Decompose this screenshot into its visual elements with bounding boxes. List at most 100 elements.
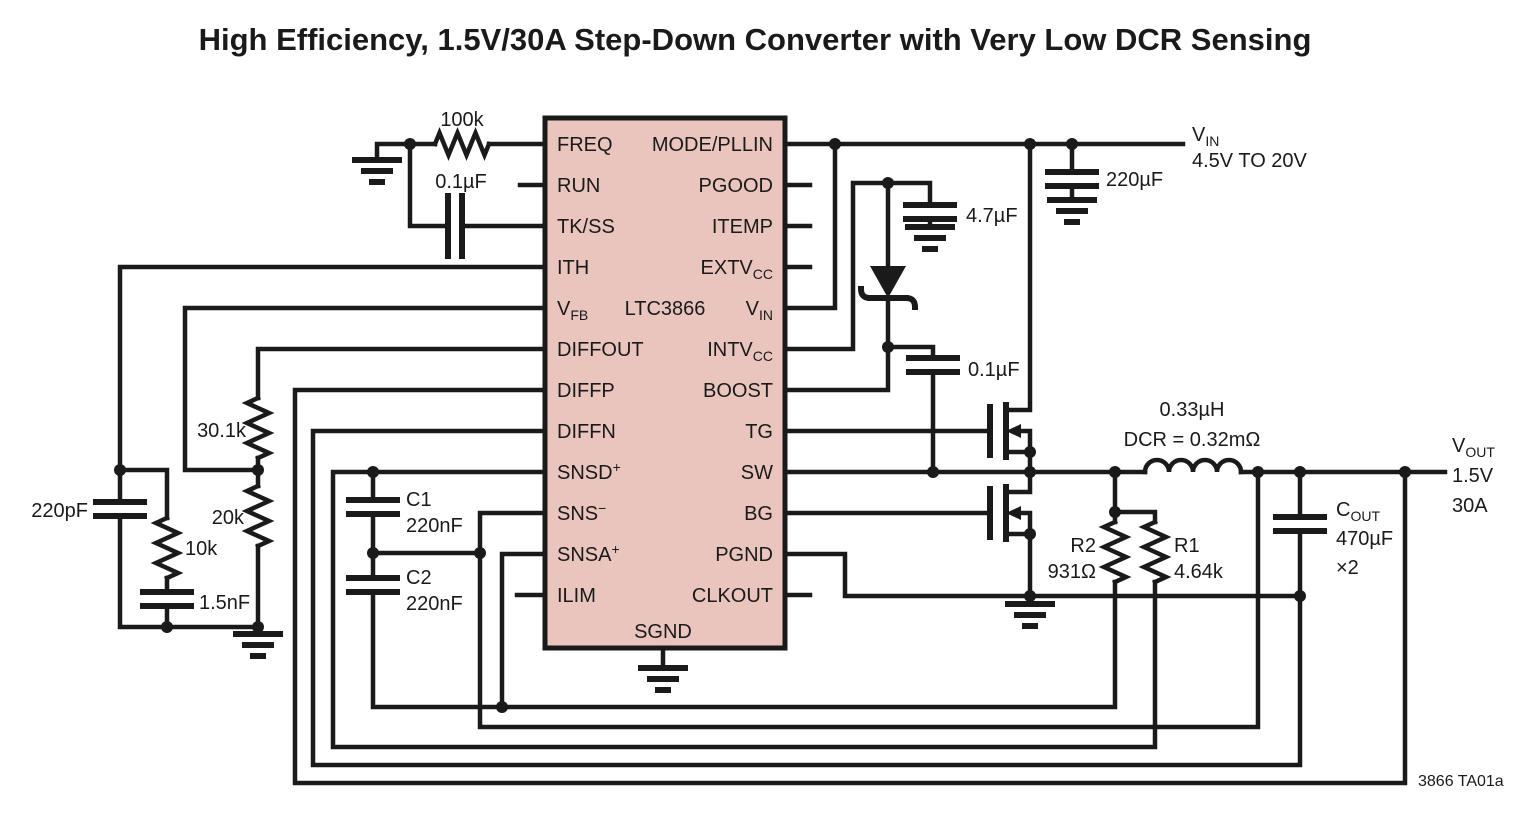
label-c1-value: 220nF xyxy=(406,515,463,537)
wire-r1-r2-top xyxy=(1112,469,1158,525)
label-r1-value: 4.64k xyxy=(1174,561,1224,583)
ground-220uf xyxy=(1047,197,1097,225)
junction-dot xyxy=(1109,466,1121,478)
resistor-10k xyxy=(150,515,184,581)
pin-diffout: DIFFOUT xyxy=(557,339,644,361)
diode-schottky-bar xyxy=(857,285,919,311)
label-220pf: 220pF xyxy=(31,500,88,522)
pin-vfb: VFB xyxy=(557,298,588,323)
pin-modepllin: MODE/PLLIN xyxy=(652,134,773,156)
component-labels: 100k 0.1µF 220µF 4.7µF 0.1µF 0.33µH DCR … xyxy=(31,109,1393,615)
label-vout-current: 30A xyxy=(1452,495,1488,517)
resistor-30p1k xyxy=(241,395,275,461)
pin-bg: BG xyxy=(744,503,773,525)
junction-dot xyxy=(114,464,126,476)
label-20k: 20k xyxy=(212,507,245,529)
ground-comp xyxy=(233,631,283,659)
ground-symbols xyxy=(233,157,1097,693)
label-220uf: 220µF xyxy=(1106,169,1163,191)
junction-dot xyxy=(367,466,379,478)
junction-dot xyxy=(496,701,508,713)
label-30p1k: 30.1k xyxy=(197,420,247,442)
pin-ilim: ILIM xyxy=(557,585,596,607)
wire-boost-cap xyxy=(885,344,936,475)
port-labels: VIN 4.5V TO 20V VOUT 1.5V 30A xyxy=(1192,124,1495,517)
label-inductor: 0.33µH xyxy=(1160,399,1225,421)
wire-boost-pin xyxy=(782,344,891,393)
label-dcr: DCR = 0.32mΩ xyxy=(1124,429,1261,451)
pin-vin: VIN xyxy=(746,298,773,323)
wire-vfb xyxy=(182,305,548,473)
pin-tkss: TK/SS xyxy=(557,216,615,238)
junction-dot xyxy=(1399,466,1411,478)
wire-pgnd-rail xyxy=(782,551,1303,599)
label-c1: C1 xyxy=(406,489,432,511)
pin-itemp: ITEMP xyxy=(712,216,773,238)
junction-dots xyxy=(114,138,1411,713)
label-c2: C2 xyxy=(406,567,432,589)
ic-ltc3866 xyxy=(542,115,788,651)
label-c2-value: 220nF xyxy=(406,593,463,615)
junction-dot xyxy=(1024,528,1036,540)
pin-run: RUN xyxy=(557,175,600,197)
wire-diffn-loop xyxy=(310,428,1303,768)
ground-pgnd xyxy=(1005,601,1055,629)
label-r1: R1 xyxy=(1174,535,1200,557)
capacitor-220uf xyxy=(1045,169,1099,189)
junction-dot xyxy=(252,464,264,476)
pin-ith: ITH xyxy=(557,257,589,279)
wire-snsa xyxy=(499,551,548,710)
junction-dot xyxy=(1066,138,1078,150)
pin-clkout: CLKOUT xyxy=(692,585,773,607)
junction-dot xyxy=(404,138,416,150)
wire-diffp-loop xyxy=(292,387,1408,786)
label-10k: 10k xyxy=(185,538,218,560)
mosfet-bottom xyxy=(987,469,1033,607)
wire-snsminus-loop xyxy=(477,469,1261,730)
label-vout-voltage: 1.5V xyxy=(1452,465,1494,487)
junction-dot xyxy=(829,138,841,150)
pin-snsminus: SNS− xyxy=(557,500,606,525)
pin-freq: FREQ xyxy=(557,134,613,156)
junction-dot xyxy=(927,466,939,478)
pin-extvcc: EXTVCC xyxy=(701,257,773,282)
resistor-r2 xyxy=(1098,519,1132,585)
capacitor-ss xyxy=(445,193,465,259)
pin-pgood: PGOOD xyxy=(699,175,773,197)
label-cout-value: 470µF xyxy=(1336,528,1393,550)
label-1p5nf: 1.5nF xyxy=(199,592,250,614)
pin-pgnd: PGND xyxy=(715,544,773,566)
wire-snsd-loop xyxy=(330,469,1158,750)
junction-dot xyxy=(1109,506,1121,518)
capacitor-c2 xyxy=(346,575,400,595)
label-cout: COUT xyxy=(1336,499,1380,524)
mosfet-bottom-arrow xyxy=(1006,506,1021,520)
wire-c1-c2 xyxy=(370,469,1118,710)
ic-body xyxy=(542,115,788,651)
figure-note: 3866 TA01a xyxy=(1418,773,1504,790)
junction-dot xyxy=(1024,466,1036,478)
pin-intvcc: INTVCC xyxy=(707,339,773,364)
wire-diffout xyxy=(255,346,548,473)
junction-dot xyxy=(474,547,486,559)
junction-dot xyxy=(1294,590,1306,602)
wires xyxy=(93,127,1448,786)
junction-dot xyxy=(882,177,894,189)
inductor xyxy=(1142,457,1244,475)
label-boost-cap: 0.1µF xyxy=(968,359,1020,381)
pin-diffp: DIFFP xyxy=(557,380,615,402)
mosfet-top xyxy=(987,141,1033,475)
capacitor-1p5nf xyxy=(140,589,194,609)
junction-dot xyxy=(1294,466,1306,478)
junction-dot xyxy=(882,341,894,353)
mosfet-top-arrow xyxy=(1006,424,1021,438)
label-100k: 100k xyxy=(440,109,484,131)
pin-snsa: SNSA+ xyxy=(557,541,620,566)
junction-dot xyxy=(367,547,379,559)
label-vout-port: VOUT xyxy=(1452,435,1495,460)
pin-sgnd: SGND xyxy=(634,621,692,643)
ground-freq xyxy=(352,157,402,185)
pin-sw: SW xyxy=(741,462,773,484)
wire-vin-pin xyxy=(782,141,838,311)
